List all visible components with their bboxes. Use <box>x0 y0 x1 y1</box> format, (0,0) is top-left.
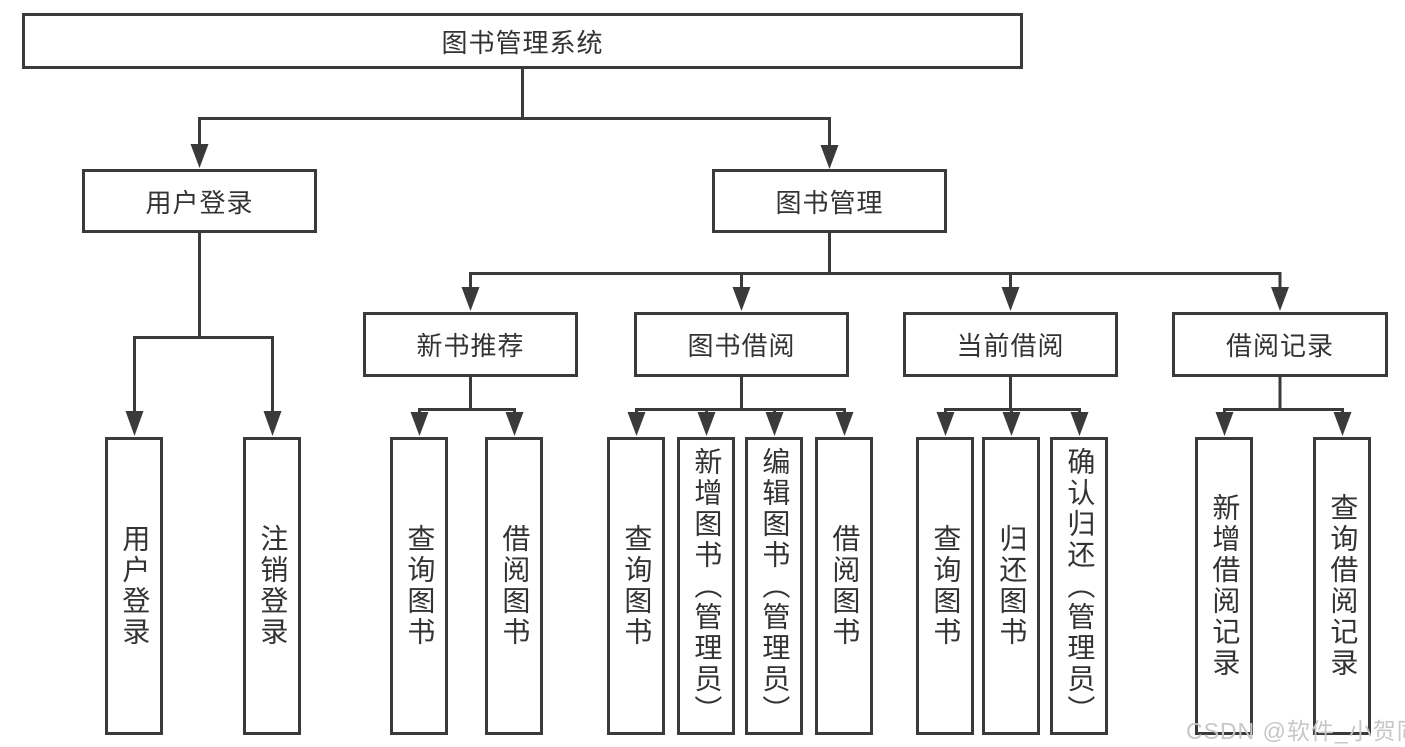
connector-records-to-leaves <box>1215 377 1352 436</box>
leaf-add-books-admin: 新增图书（管理员） <box>677 437 735 735</box>
node-root-label: 图书管理系统 <box>441 27 604 58</box>
connector-root-to-branches <box>190 69 839 169</box>
leaf-borrow-books-1: 借阅图书 <box>485 437 543 735</box>
leaf-query-books-2: 查询图书 <box>607 437 665 735</box>
leaf-return-books: 归还图书 <box>982 437 1040 735</box>
node-borrow-records: 借阅记录 <box>1172 312 1388 377</box>
connector-current-to-leaves <box>936 377 1089 436</box>
node-book-borrow: 图书借阅 <box>634 312 849 377</box>
leaf-return-books-label: 归还图书 <box>996 524 1028 648</box>
leaf-borrow-books-2: 借阅图书 <box>815 437 873 735</box>
node-borrow-records-label: 借阅记录 <box>1225 331 1334 361</box>
arrowhead-to-book-management <box>820 145 839 169</box>
leaf-edit-books-admin-label: 编辑图书（管理员） <box>759 446 791 726</box>
node-root-system: 图书管理系统 <box>22 13 1023 69</box>
leaf-query-books-1: 查询图书 <box>390 437 448 735</box>
node-new-book-recommend: 新书推荐 <box>363 312 578 377</box>
connector-login-to-leaves <box>125 232 282 436</box>
leaf-query-books-2-label: 查询图书 <box>621 524 653 648</box>
leaf-query-books-1-label: 查询图书 <box>404 524 436 648</box>
leaf-add-books-admin-label: 新增图书（管理员） <box>691 446 723 726</box>
leaf-query-borrow-record-label: 查询借阅记录 <box>1327 493 1359 679</box>
leaf-user-login-label: 用户登录 <box>119 524 151 648</box>
node-book-borrow-label: 图书借阅 <box>687 331 796 361</box>
node-book-management-label: 图书管理 <box>775 187 884 218</box>
csdn-watermark: CSDN @软件_小贺同学 <box>1186 718 1405 744</box>
node-book-management: 图书管理 <box>712 169 947 233</box>
leaf-logout: 注销登录 <box>243 437 301 735</box>
leaf-confirm-return-admin: 确认归还（管理员） <box>1050 437 1108 735</box>
leaf-borrow-books-2-label: 借阅图书 <box>829 524 861 648</box>
arrowhead-to-login-leaf <box>125 411 144 436</box>
leaf-confirm-return-admin-label: 确认归还（管理员） <box>1064 446 1096 726</box>
arrowhead-to-records <box>1271 287 1289 311</box>
arrowhead-to-current <box>1001 287 1020 311</box>
leaf-add-borrow-record: 新增借阅记录 <box>1195 437 1253 735</box>
leaf-user-login: 用户登录 <box>105 437 163 735</box>
connector-manage-to-sections <box>461 233 1289 311</box>
leaf-query-borrow-record: 查询借阅记录 <box>1313 437 1371 735</box>
node-current-borrow: 当前借阅 <box>903 312 1118 377</box>
node-user-login: 用户登录 <box>82 169 317 233</box>
node-user-login-label: 用户登录 <box>145 187 254 218</box>
arrowhead-to-new-book <box>461 287 480 311</box>
arrowhead-to-borrow <box>732 287 751 311</box>
leaf-borrow-books-1-label: 借阅图书 <box>499 524 531 648</box>
leaf-add-borrow-record-label: 新增借阅记录 <box>1209 493 1241 679</box>
connector-new-book-to-leaves <box>410 377 524 436</box>
leaf-logout-label: 注销登录 <box>257 524 289 648</box>
connector-borrow-to-leaves <box>627 377 854 436</box>
node-current-borrow-label: 当前借阅 <box>956 331 1065 361</box>
leaf-query-books-3: 查询图书 <box>916 437 974 735</box>
arrowhead-to-user-login <box>190 144 209 168</box>
node-new-book-recommend-label: 新书推荐 <box>416 331 525 361</box>
leaf-query-books-3-label: 查询图书 <box>930 524 962 648</box>
arrowhead-to-logout-leaf <box>263 411 282 436</box>
leaf-edit-books-admin: 编辑图书（管理员） <box>745 437 803 735</box>
